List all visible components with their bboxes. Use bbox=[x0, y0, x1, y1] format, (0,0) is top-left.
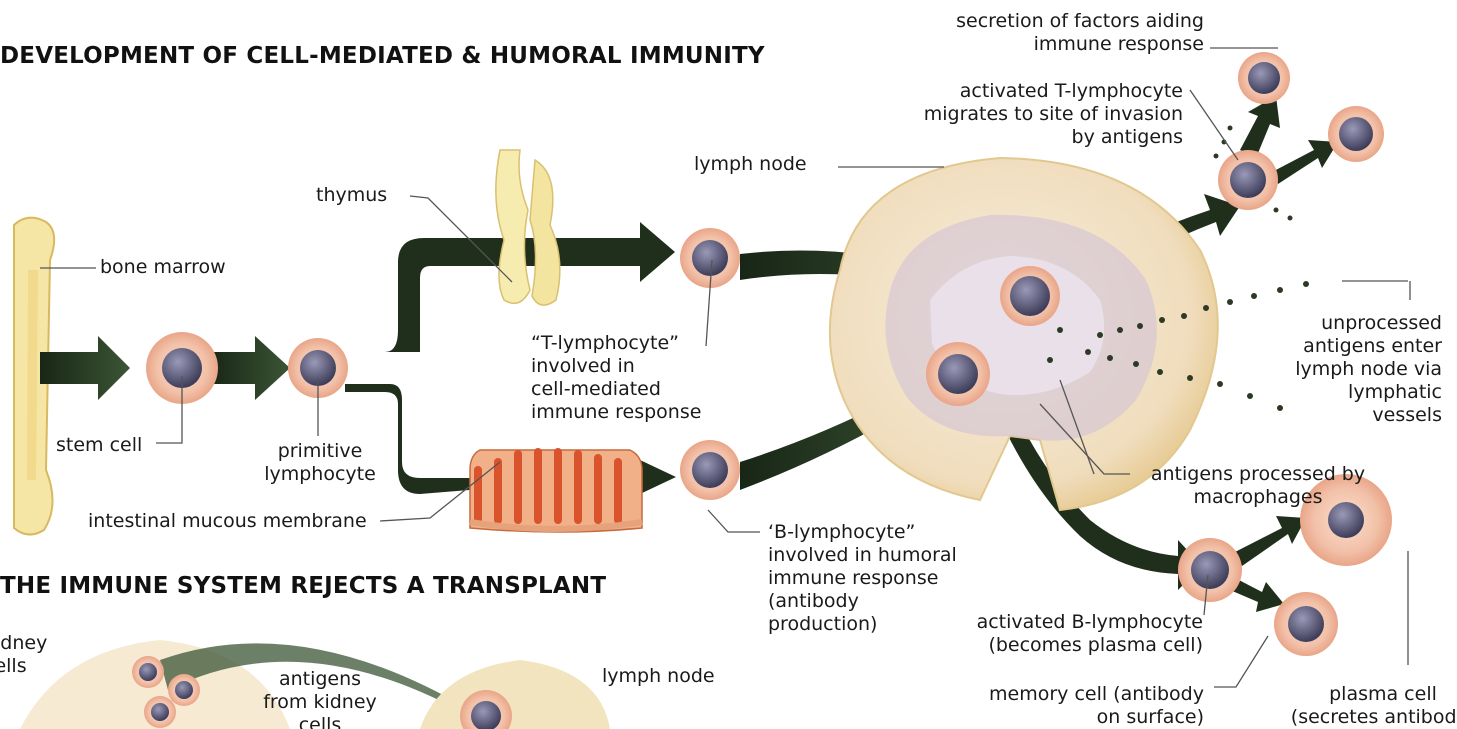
kidney-cell-1 bbox=[132, 656, 164, 688]
label-intestinal-membrane: intestinal mucous membrane bbox=[88, 510, 367, 533]
b-lymphocyte-cell bbox=[680, 440, 740, 500]
kidney-cell-3 bbox=[144, 696, 176, 728]
node-b-cell bbox=[926, 342, 990, 406]
activated-t-cell bbox=[1218, 150, 1278, 210]
label-antigens-processed: antigens processed by macrophages bbox=[1128, 463, 1388, 509]
label-thymus: thymus bbox=[316, 184, 387, 207]
label-plasma-cell: plasma cell (secretes antibody) bbox=[1290, 683, 1457, 729]
node-t-cell bbox=[1000, 266, 1060, 326]
label-memory-cell: memory cell (antibody on surface) bbox=[989, 683, 1204, 729]
heading-transplant: THE IMMUNE SYSTEM REJECTS A TRANSPLANT bbox=[0, 573, 606, 599]
label-antigens-from-kidney: antigens from kidney cells bbox=[250, 668, 390, 729]
label-secretion: secretion of factors aiding immune respo… bbox=[956, 10, 1204, 56]
t-lymphocyte-cell bbox=[680, 228, 740, 288]
t-offspring-cell-2 bbox=[1328, 106, 1384, 162]
activated-b-cell bbox=[1178, 538, 1242, 602]
label-primitive-lymphocyte: primitive lymphocyte bbox=[250, 440, 390, 486]
memory-cell bbox=[1274, 592, 1338, 656]
label-kidney-cells: kidney cells bbox=[0, 632, 47, 678]
intestinal-membrane-illustration bbox=[470, 450, 642, 532]
label-unprocessed-antigens: unprocessed antigens enter lymph node vi… bbox=[1295, 312, 1442, 427]
label-lymph-node: lymph node bbox=[694, 153, 807, 176]
thymus-illustration bbox=[496, 150, 560, 305]
label-lymph-node-transplant: lymph node bbox=[602, 665, 715, 688]
label-stem-cell: stem cell bbox=[56, 434, 142, 457]
t-offspring-cell-1 bbox=[1238, 52, 1290, 104]
label-b-lymphocyte: ‘B-lymphocyte” involved in humoral immun… bbox=[768, 521, 957, 636]
kidney-cell-2 bbox=[168, 674, 200, 706]
heading-development: DEVELOPMENT OF CELL-MEDIATED & HUMORAL I… bbox=[0, 43, 765, 69]
label-activated-b-lymphocyte: activated B-lymphocyte (becomes plasma c… bbox=[977, 611, 1203, 657]
label-activated-t-lymphocyte: activated T-lymphocyte migrates to site … bbox=[924, 80, 1183, 149]
label-t-lymphocyte: “T-lymphocyte” involved in cell-mediated… bbox=[531, 332, 701, 424]
label-bone-marrow: bone marrow bbox=[100, 256, 226, 279]
